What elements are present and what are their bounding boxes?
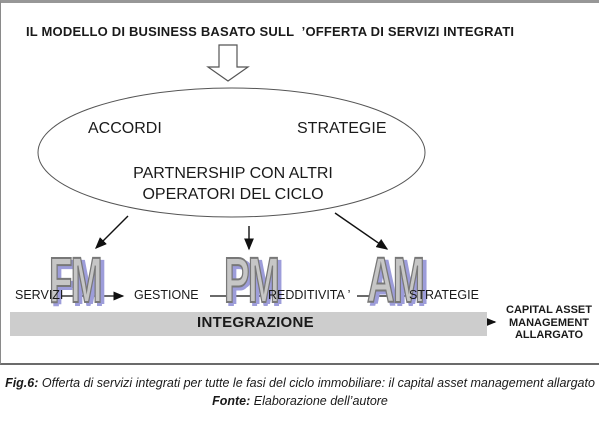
flow-step-redditivita: REDDITIVITA ’ [268,288,351,302]
capital-asset-line2: MANAGEMENT [508,316,590,329]
caption-fig-text: Offerta di servizi integrati per tutte l… [38,376,595,390]
figure-caption: Fig.6: Offerta di servizi integrati per … [0,376,600,412]
flow-step-gestione: GESTIONE [134,288,199,302]
hollow-down-arrow-icon [206,44,250,82]
capital-asset-line3: ALLARGATO [514,329,584,341]
caption-fonte-label: Fonte: [212,394,251,408]
ellipse-label-strategie: STRATEGIE [297,120,387,137]
diagram-connectors [37,44,497,327]
caption-fig-label: Fig.6: [5,376,39,390]
block-letters-pm: PM [223,244,280,316]
flow-step-servizi: SERVIZI [15,288,64,302]
caption-fonte-text: Elaborazione dell’autore [250,394,388,408]
partnership-line2: OPERATORI DEL CICLO [142,186,324,203]
caption-line2: Fonte: Elaborazione dell’autore [0,394,600,409]
capital-asset-block: CAPITAL ASSET MANAGEMENT ALLARGATO [503,304,595,342]
capital-asset-line1: CAPITAL ASSET [506,304,592,316]
caption-line1: Fig.6: Offerta di servizi integrati per … [0,376,600,391]
partnership-ellipse [37,87,426,218]
block-letters-fm: FM [48,244,103,316]
ellipse-center-text: PARTNERSHIP CON ALTRI OPERATORI DEL CICL… [83,163,383,205]
flow-step-strategie: STRATEGIE [409,288,479,302]
arrow-ellipse-to-fm [95,215,129,249]
diagram-title: IL MODELLO DI BUSINESS BASATO SULL ’OFFE… [26,24,515,39]
arrow-ellipse-to-am [334,212,389,250]
integration-label: INTEGRAZIONE [197,314,314,331]
integration-bar [10,312,487,336]
diagram-frame [0,0,599,365]
block-letters-am: AM [366,244,425,316]
ellipse-label-accordi: ACCORDI [88,120,162,137]
partnership-line1: PARTNERSHIP CON ALTRI [133,165,333,182]
